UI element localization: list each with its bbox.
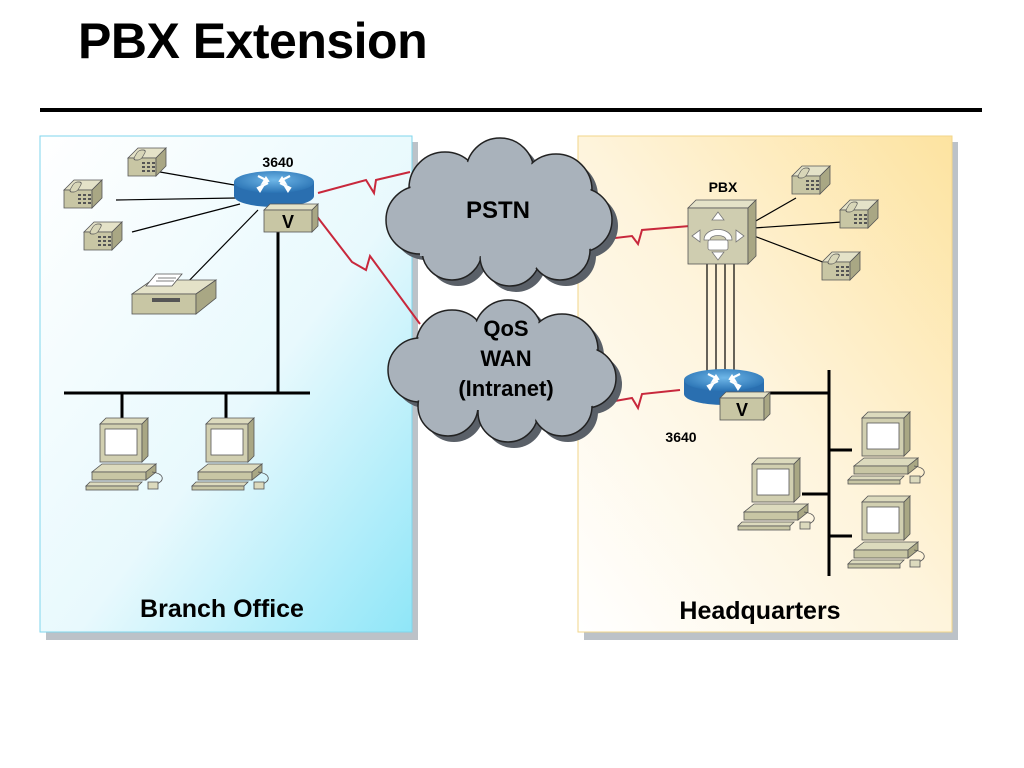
branch-voice-module: V <box>263 203 319 233</box>
branch-fax-icon <box>130 273 218 315</box>
wan-links <box>311 171 691 411</box>
branch-router-label: 3640 <box>262 154 293 170</box>
slide-title: PBX Extension <box>78 13 428 69</box>
wan-label-line2: WAN <box>480 346 531 371</box>
wan-label-line1: QoS <box>483 316 528 341</box>
pstn-label: PSTN <box>466 197 530 224</box>
hq-voice-module-label: V <box>736 400 748 420</box>
hq-phone-icon <box>839 199 879 229</box>
hq-router-label: 3640 <box>665 429 696 445</box>
title-divider <box>40 108 982 112</box>
hq-phone-icon <box>791 165 831 195</box>
hq-lan-segment <box>766 370 852 576</box>
pstn-cloud: PSTN <box>385 137 618 292</box>
pbx-label: PBX <box>709 179 738 195</box>
branch-lan-segment <box>64 218 310 420</box>
hq-wan-link <box>597 389 681 411</box>
hq-pstn-link <box>597 225 691 247</box>
branch-office-panel <box>39 135 418 640</box>
wan-cloud: QoS WAN (Intranet) <box>387 299 622 448</box>
hq-voice-module: V <box>719 391 771 421</box>
wan-label-line3: (Intranet) <box>458 376 553 401</box>
hq-phone-links <box>753 197 843 265</box>
branch-office-label: Branch Office <box>140 595 304 623</box>
headquarters-panel <box>577 135 958 640</box>
branch-voice-module-label: V <box>282 212 294 232</box>
branch-phone-icon <box>83 221 123 251</box>
branch-pstn-link <box>317 171 411 196</box>
pbx-icon <box>687 199 757 265</box>
branch-phone-icon <box>127 147 167 177</box>
branch-router-icon <box>232 169 316 209</box>
headquarters-label: Headquarters <box>679 597 840 625</box>
branch-phone-links <box>115 171 259 291</box>
hq-phone-icon <box>821 251 861 281</box>
pbx-router-trunk <box>706 264 735 372</box>
branch-phone-icon <box>63 179 103 209</box>
branch-wan-link <box>311 209 421 325</box>
